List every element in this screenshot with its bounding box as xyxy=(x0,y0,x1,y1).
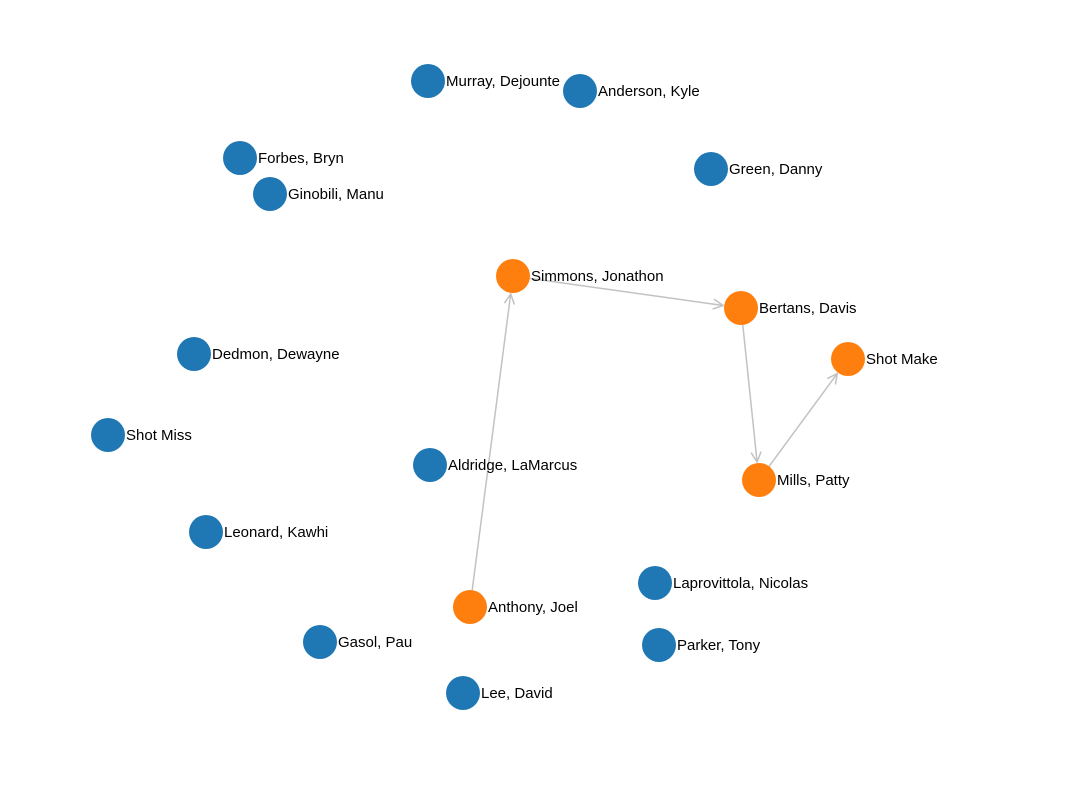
node-anderson[interactable]: Anderson, Kyle xyxy=(563,74,700,108)
node-circle-aldridge[interactable] xyxy=(413,448,447,482)
edge-anthony-to-simmons xyxy=(471,294,511,591)
node-label-shotmiss: Shot Miss xyxy=(126,427,192,444)
node-ginobili[interactable]: Ginobili, Manu xyxy=(253,177,384,211)
node-label-murray: Murray, Dejounte xyxy=(446,73,560,90)
node-circle-simmons[interactable] xyxy=(496,259,530,293)
node-mills[interactable]: Mills, Patty xyxy=(742,463,850,497)
node-lee[interactable]: Lee, David xyxy=(446,676,553,710)
node-circle-forbes[interactable] xyxy=(223,141,257,175)
node-circle-gasol[interactable] xyxy=(303,625,337,659)
node-label-anderson: Anderson, Kyle xyxy=(598,83,700,100)
node-label-green: Green, Danny xyxy=(729,161,823,178)
node-label-simmons: Simmons, Jonathon xyxy=(531,268,664,285)
node-circle-mills[interactable] xyxy=(742,463,776,497)
node-circle-green[interactable] xyxy=(694,152,728,186)
node-bertans[interactable]: Bertans, Davis xyxy=(724,291,857,325)
node-circle-anthony[interactable] xyxy=(453,590,487,624)
node-label-parker: Parker, Tony xyxy=(677,637,761,654)
node-forbes[interactable]: Forbes, Bryn xyxy=(223,141,344,175)
node-circle-dedmon[interactable] xyxy=(177,337,211,371)
node-dedmon[interactable]: Dedmon, Dewayne xyxy=(177,337,340,371)
node-circle-laprovittola[interactable] xyxy=(638,566,672,600)
node-circle-shotmake[interactable] xyxy=(831,342,865,376)
node-label-aldridge: Aldridge, LaMarcus xyxy=(448,457,577,474)
node-gasol[interactable]: Gasol, Pau xyxy=(303,625,412,659)
edge-bertans-to-mills xyxy=(742,324,757,462)
node-circle-anderson[interactable] xyxy=(563,74,597,108)
node-simmons[interactable]: Simmons, Jonathon xyxy=(496,259,664,293)
node-label-ginobili: Ginobili, Manu xyxy=(288,186,384,203)
node-label-forbes: Forbes, Bryn xyxy=(258,150,344,167)
node-label-bertans: Bertans, Davis xyxy=(759,300,857,317)
node-shotmiss[interactable]: Shot Miss xyxy=(91,418,192,452)
node-label-leonard: Leonard, Kawhi xyxy=(224,524,328,541)
node-green[interactable]: Green, Danny xyxy=(694,152,823,186)
node-label-laprovittola: Laprovittola, Nicolas xyxy=(673,575,808,592)
node-label-anthony: Anthony, Joel xyxy=(488,599,578,616)
node-leonard[interactable]: Leonard, Kawhi xyxy=(189,515,328,549)
node-laprovittola[interactable]: Laprovittola, Nicolas xyxy=(638,566,808,600)
edge-mills-to-shotmake xyxy=(768,374,837,467)
node-label-gasol: Gasol, Pau xyxy=(338,634,412,651)
node-circle-ginobili[interactable] xyxy=(253,177,287,211)
node-label-dedmon: Dedmon, Dewayne xyxy=(212,346,340,363)
edge-simmons-to-bertans xyxy=(529,277,723,305)
node-label-shotmake: Shot Make xyxy=(866,351,938,368)
node-anthony[interactable]: Anthony, Joel xyxy=(453,590,578,624)
node-murray[interactable]: Murray, Dejounte xyxy=(411,64,560,98)
node-label-lee: Lee, David xyxy=(481,685,553,702)
node-circle-lee[interactable] xyxy=(446,676,480,710)
node-circle-bertans[interactable] xyxy=(724,291,758,325)
node-aldridge[interactable]: Aldridge, LaMarcus xyxy=(413,448,577,482)
node-circle-shotmiss[interactable] xyxy=(91,418,125,452)
node-parker[interactable]: Parker, Tony xyxy=(642,628,761,662)
node-shotmake[interactable]: Shot Make xyxy=(831,342,938,376)
node-circle-murray[interactable] xyxy=(411,64,445,98)
node-circle-leonard[interactable] xyxy=(189,515,223,549)
node-label-mills: Mills, Patty xyxy=(777,472,850,489)
edges-layer xyxy=(471,277,837,591)
node-circle-parker[interactable] xyxy=(642,628,676,662)
